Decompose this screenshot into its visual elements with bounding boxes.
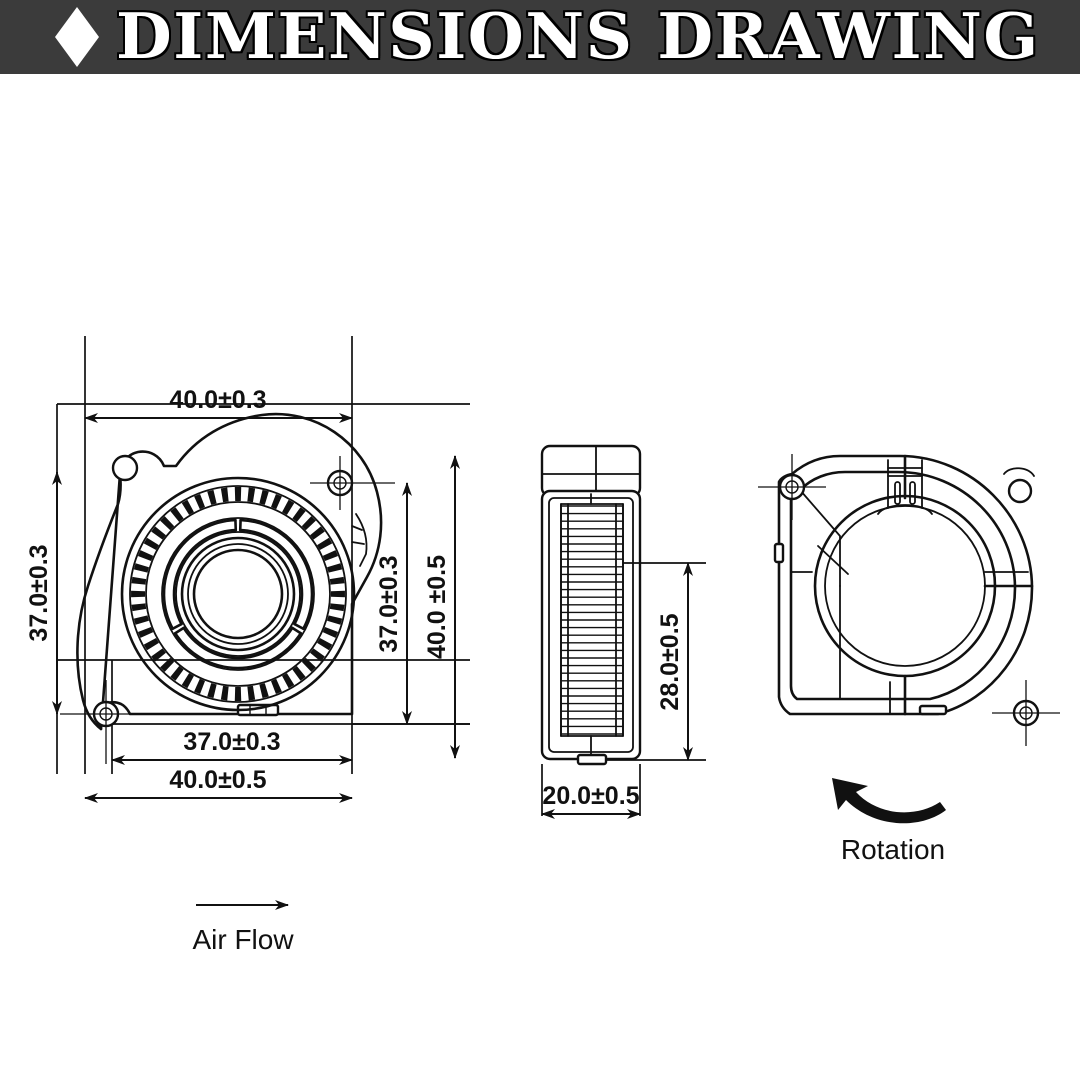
diamond-icon [55,7,99,67]
dimensions-drawing-canvas: 40.0±0.3 37.0±0.3 37.0±0.3 40.0 ±0.5 37.… [0,74,1080,1080]
dimension-front-bottom-inner-label: 37.0±0.3 [183,728,280,756]
impeller-arc-segments [162,518,314,670]
rear-view-mounting-holes [758,454,1060,746]
air-flow-annotation: Air Flow [192,900,294,955]
dimension-front-bottom-inner: 37.0±0.3 [111,728,353,765]
side-view: 28.0±0.5 20.0±0.5 [540,444,706,819]
air-flow-label: Air Flow [192,924,294,955]
dimension-front-top-label: 40.0±0.3 [169,386,266,414]
rear-view-spokes [877,454,1034,716]
dimension-front-left-label: 37.0±0.3 [25,544,53,641]
dimension-front-bottom-outer-label: 40.0±0.5 [169,766,266,794]
dimension-side-width: 20.0±0.5 [541,782,641,819]
dimension-side-height-label: 28.0±0.5 [656,613,684,710]
dimension-front-right-inner-label: 37.0±0.3 [375,555,403,652]
dimension-front-right-inner: 37.0±0.3 [375,482,412,725]
dimension-side-height: 28.0±0.5 [656,562,693,761]
front-view-impeller [120,476,356,712]
curved-arrow-ccw-icon [832,778,946,824]
rotation-annotation: Rotation [832,778,946,865]
dimension-side-width-label: 20.0±0.5 [542,782,639,810]
rotation-label: Rotation [841,834,945,865]
dimension-front-bottom-outer: 40.0±0.5 [84,766,353,803]
dimension-front-right-outer-label: 40.0 ±0.5 [423,555,451,659]
dimension-front-left: 37.0±0.3 [25,471,62,715]
rear-view-ribs [790,489,849,700]
page-title: DIMENSIONS DRAWING [116,0,1040,73]
impeller-blade-teeth [131,487,345,701]
rear-view-wire-slots [887,467,923,505]
side-view-blade-stack [560,503,624,737]
header-banner: DIMENSIONS DRAWING [0,0,1080,74]
dimension-front-right-outer: 40.0 ±0.5 [423,455,460,759]
dimension-front-top: 40.0±0.3 [84,386,353,423]
rear-view [758,454,1060,746]
front-view: 40.0±0.3 37.0±0.3 37.0±0.3 40.0 ±0.5 37.… [25,336,470,803]
front-view-centerlines [60,456,395,764]
